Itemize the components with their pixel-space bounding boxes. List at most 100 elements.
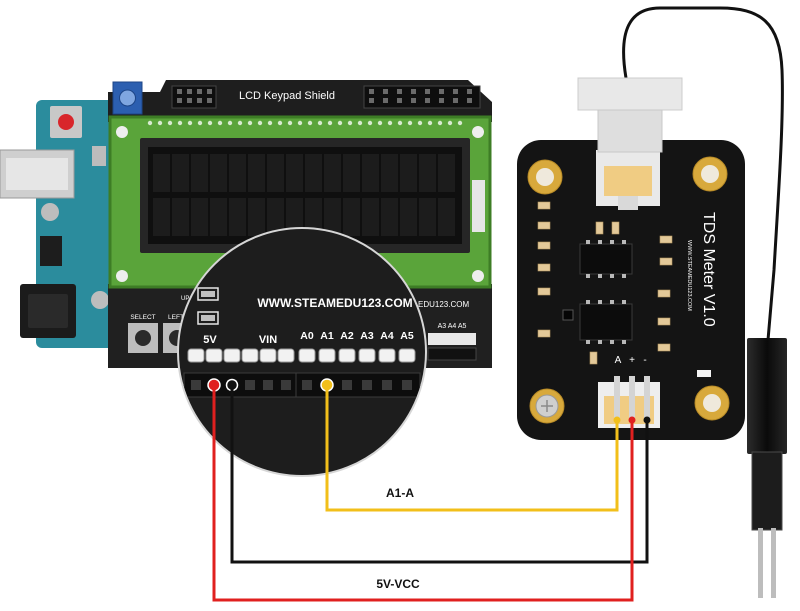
header-pin: [378, 348, 396, 363]
pcb-hole: [317, 120, 323, 126]
pcb-hole: [207, 120, 213, 126]
lcd-character-cell: [172, 198, 189, 236]
mounting-hole: [536, 168, 554, 186]
pcb-hole: [387, 120, 393, 126]
arduino-board: [0, 100, 132, 348]
header-hole: [207, 98, 212, 103]
ic-pin: [622, 240, 626, 244]
tds-meter-board: TDS Meter V1.0 WWW.STEAMEDU123.COM A + -: [517, 140, 745, 440]
magnifier-site-text: WWW.STEAMEDU123.COM: [257, 296, 412, 310]
lcd-character-cell: [362, 198, 379, 236]
pcb-hole: [147, 120, 153, 126]
header-hole: [197, 98, 202, 103]
lcd-character-cell: [229, 198, 246, 236]
lcd-character-cell: [324, 198, 341, 236]
resistor: [595, 221, 604, 235]
probe-connector-tab: [618, 196, 638, 210]
analog-socket-header: [295, 372, 421, 398]
header-pin: [358, 348, 376, 363]
reset-button: [58, 114, 74, 130]
lcd-character-cell: [153, 154, 170, 192]
shield-analog-labels-partial: A3 A4 A5: [438, 323, 467, 330]
pcb-hole: [217, 120, 223, 126]
tds-board-site: WWW.STEAMEDU123.COM: [686, 240, 692, 311]
pcb-hole: [247, 120, 253, 126]
resistor: [537, 201, 551, 210]
ic-pin: [598, 340, 602, 344]
pcb-hole: [167, 120, 173, 126]
header-left: [171, 85, 217, 109]
pcb-hole: [197, 120, 203, 126]
pcb-hole: [307, 120, 313, 126]
wire-end-a: [613, 416, 621, 424]
ic-pin: [610, 300, 614, 304]
socket-hole: [402, 380, 412, 390]
lcd-character-cell: [267, 154, 284, 192]
screw-slot: [541, 400, 553, 412]
resistor: [537, 287, 551, 296]
wire-a1-to-a: [325, 385, 619, 512]
ic-pin: [622, 300, 626, 304]
resistor: [611, 221, 620, 235]
smd-component-body: [201, 315, 215, 321]
socket-hole: [263, 380, 273, 390]
header-hole: [369, 98, 374, 103]
wire-label-5v-vcc: 5V-VCC: [376, 577, 420, 591]
lcd-character-cell: [343, 154, 360, 192]
resistor: [537, 329, 551, 338]
wire-label-a1-a: A1-A: [386, 486, 414, 500]
header-hole: [467, 98, 472, 103]
header-hole: [397, 98, 402, 103]
pin-label-a: A: [615, 355, 622, 366]
potentiometer-knob: [119, 89, 136, 107]
pcb-hole: [157, 120, 163, 126]
mounting-hole: [703, 394, 721, 412]
resistor: [537, 263, 551, 272]
pcb-hole: [287, 120, 293, 126]
header-hole: [425, 98, 430, 103]
pcb-hole: [427, 120, 433, 126]
pcb-hole: [377, 120, 383, 126]
header-hole: [453, 89, 458, 94]
ic-pin: [586, 274, 590, 278]
pcb-hole: [417, 120, 423, 126]
resistor: [537, 241, 551, 250]
header-hole: [383, 98, 388, 103]
mounting-hole: [116, 126, 128, 138]
label-a1: A1: [320, 330, 334, 342]
lcd-character-cell: [210, 154, 227, 192]
header-hole: [411, 89, 416, 94]
ic-chip: [579, 243, 633, 275]
shield-title: LCD Keypad Shield: [239, 90, 335, 102]
connector-pin-plus: [629, 376, 635, 422]
header-hole: [187, 98, 192, 103]
lcd-character-cell: [438, 154, 455, 192]
smd-component: [197, 311, 219, 325]
power-socket-header: [183, 372, 299, 398]
socket-hole: [342, 380, 352, 390]
crystal: [92, 146, 106, 166]
lcd-character-cell: [381, 198, 398, 236]
ic-pins: [586, 240, 626, 344]
header-pin: [338, 348, 356, 363]
up-label: UP: [181, 296, 189, 302]
lcd-character-cell: [400, 198, 417, 236]
probe-plug: [577, 77, 683, 111]
lcd-character-cell: [305, 198, 322, 236]
header-hole: [467, 89, 472, 94]
header-pin: [223, 348, 241, 363]
ic-pin: [598, 240, 602, 244]
capacitor: [41, 203, 59, 221]
ic-pin: [586, 240, 590, 244]
lcd-character-cell: [210, 198, 227, 236]
header-hole: [439, 89, 444, 94]
select-button-cap: [135, 330, 151, 346]
header-pin: [318, 348, 336, 363]
pcb-hole: [297, 120, 303, 126]
pcb-hole: [457, 120, 463, 126]
pcb-hole: [437, 120, 443, 126]
ic-pin: [586, 300, 590, 304]
header-hole: [197, 89, 202, 94]
tds-probe: [577, 6, 787, 598]
lcd-character-cell: [172, 154, 189, 192]
